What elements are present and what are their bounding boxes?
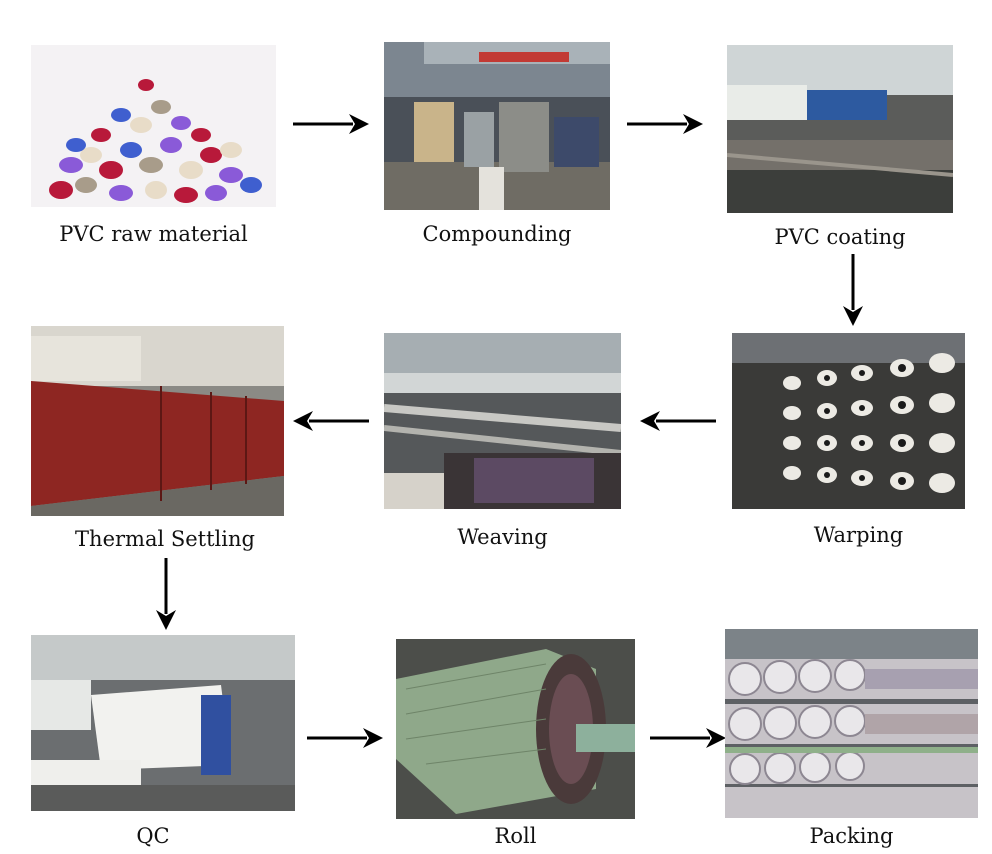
- arrow-down-icon: [843, 254, 863, 326]
- step-label-thermal-settling: Thermal Settling: [75, 527, 255, 551]
- arrow-right-icon: [627, 114, 703, 134]
- packing-photo: [725, 629, 978, 818]
- weaving-photo: [384, 333, 621, 509]
- roll-photo: [396, 639, 635, 819]
- arrow-right-icon: [307, 728, 383, 748]
- arrow-right-icon: [293, 114, 369, 134]
- thermal-settling-photo: [31, 326, 284, 516]
- step-label-compounding: Compounding: [422, 222, 572, 246]
- pvc-coating-photo: [727, 45, 953, 213]
- warping-photo: [732, 333, 965, 509]
- step-label-roll: Roll: [494, 824, 537, 848]
- step-label-qc: QC: [136, 824, 170, 848]
- arrow-right-icon: [650, 728, 726, 748]
- step-label-pvc-raw-material: PVC raw material: [59, 222, 248, 246]
- compounding-photo: [384, 42, 610, 210]
- arrow-left-icon: [640, 411, 716, 431]
- qc-photo: [31, 635, 295, 811]
- step-label-packing: Packing: [809, 824, 894, 848]
- arrow-down-icon: [156, 558, 176, 630]
- step-label-weaving: Weaving: [457, 525, 548, 549]
- pvc-raw-material-photo: [31, 45, 276, 207]
- step-label-warping: Warping: [813, 523, 904, 547]
- step-label-pvc-coating: PVC coating: [774, 225, 906, 249]
- arrow-left-icon: [293, 411, 369, 431]
